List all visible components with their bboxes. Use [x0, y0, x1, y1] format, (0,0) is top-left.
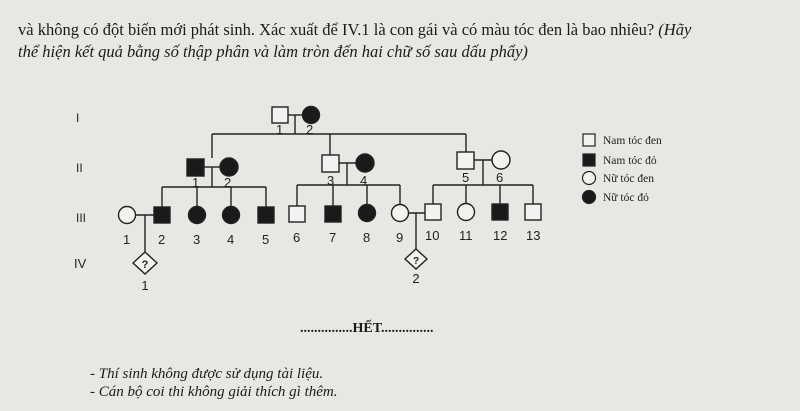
II-5-male-black-hair: [456, 151, 475, 170]
end-dots-right: ...............: [381, 321, 434, 336]
III-12-male-red-hair: [491, 203, 509, 221]
III-13-male-black-hair: [524, 203, 542, 221]
num-II-6: 6: [496, 170, 503, 185]
num-II-1: 1: [192, 175, 199, 190]
II-1-male-red-hair: [186, 158, 205, 177]
I-2-female-red-hair: [301, 105, 321, 125]
num-II-4: 4: [360, 173, 367, 188]
gen-label-I: I: [76, 111, 79, 125]
legend-label-black-female: Nữ tóc đen: [603, 173, 654, 185]
II-2-female-red-hair: [219, 157, 239, 177]
IV-1-unknown-diamond: [131, 251, 159, 275]
num-III-7: 7: [329, 230, 336, 245]
III-7-male-red-hair: [324, 205, 342, 223]
num-III-6: 6: [293, 230, 300, 245]
pedigree-individuals: [117, 105, 597, 275]
legend-symbol-red-male: [582, 153, 596, 167]
question-text: và không có đột biến mới phát sinh. Xác …: [18, 20, 659, 39]
II-4-female-red-hair: [355, 153, 375, 173]
num-IV-1: 1: [141, 278, 148, 293]
legend-symbol-red-female: [581, 189, 597, 205]
IV-1-question-mark: ?: [142, 259, 149, 271]
note-no-materials: - Thí sinh không được sử dụng tài liệu.: [90, 366, 324, 382]
num-III-10: 10: [425, 228, 439, 243]
IV-2-question-mark: ?: [413, 256, 419, 267]
num-III-9: 9: [396, 230, 403, 245]
gen-label-III: III: [76, 211, 86, 225]
pedigree-labels: I II III IV 1 2 1 2 3 4 5 6 1 2 3 4 5 6 …: [74, 111, 662, 293]
num-II-5: 5: [462, 170, 469, 185]
IV-2-unknown-diamond: [403, 248, 429, 270]
num-III-12: 12: [493, 228, 507, 243]
num-I-1: 1: [276, 122, 283, 137]
legend-label-red-female: Nữ tóc đỏ: [603, 192, 649, 204]
III-5-male-red-hair: [257, 206, 275, 224]
num-IV-2: 2: [412, 271, 419, 286]
question-hint: thể hiện kết quả bằng số thập phân và là…: [18, 42, 528, 61]
end-dots-left: ...............: [300, 321, 353, 336]
num-III-1: 1: [123, 232, 130, 247]
num-I-2: 2: [306, 122, 313, 137]
III-3-female-red-hair: [187, 205, 207, 225]
III-2-male-red-hair: [153, 206, 171, 224]
end-of-exam-line: ...............HẾT...............: [300, 321, 434, 337]
III-8-female-red-hair: [357, 203, 377, 223]
legend-label-red-male: Nam tóc đỏ: [603, 155, 657, 167]
num-III-4: 4: [227, 232, 234, 247]
I-1-male-black-hair: [271, 106, 289, 124]
num-II-3: 3: [327, 173, 334, 188]
num-III-11: 11: [459, 228, 473, 243]
III-1-female-black-hair: [117, 205, 137, 225]
num-III-3: 3: [193, 232, 200, 247]
legend-symbol-black-male: [582, 133, 596, 147]
num-III-5: 5: [262, 232, 269, 247]
end-word: HẾT: [352, 321, 382, 336]
legend-label-black-male: Nam tóc đen: [603, 135, 662, 147]
pedigree-lines: [135, 114, 534, 252]
III-4-female-red-hair: [221, 205, 241, 225]
num-III-13: 13: [526, 228, 540, 243]
III-6-male-black-hair: [288, 205, 306, 223]
num-III-2: 2: [158, 232, 165, 247]
question-line-1: và không có đột biến mới phát sinh. Xác …: [18, 20, 798, 40]
num-III-8: 8: [363, 230, 370, 245]
question-hint-start: (Hãy: [658, 20, 692, 39]
III-10-male-black-hair: [424, 203, 442, 221]
II-3-male-black-hair: [321, 154, 340, 173]
num-II-2: 2: [224, 175, 231, 190]
gen-label-II: II: [76, 161, 83, 175]
gen-label-IV: IV: [74, 256, 87, 271]
legend-symbol-black-female: [581, 170, 597, 186]
III-11-female-black-hair: [456, 202, 476, 222]
II-6-female-black-hair: [491, 150, 511, 170]
note-no-explanation: - Cán bộ coi thi không giải thích gì thê…: [90, 384, 338, 400]
III-9-female-black-hair: [390, 203, 410, 223]
